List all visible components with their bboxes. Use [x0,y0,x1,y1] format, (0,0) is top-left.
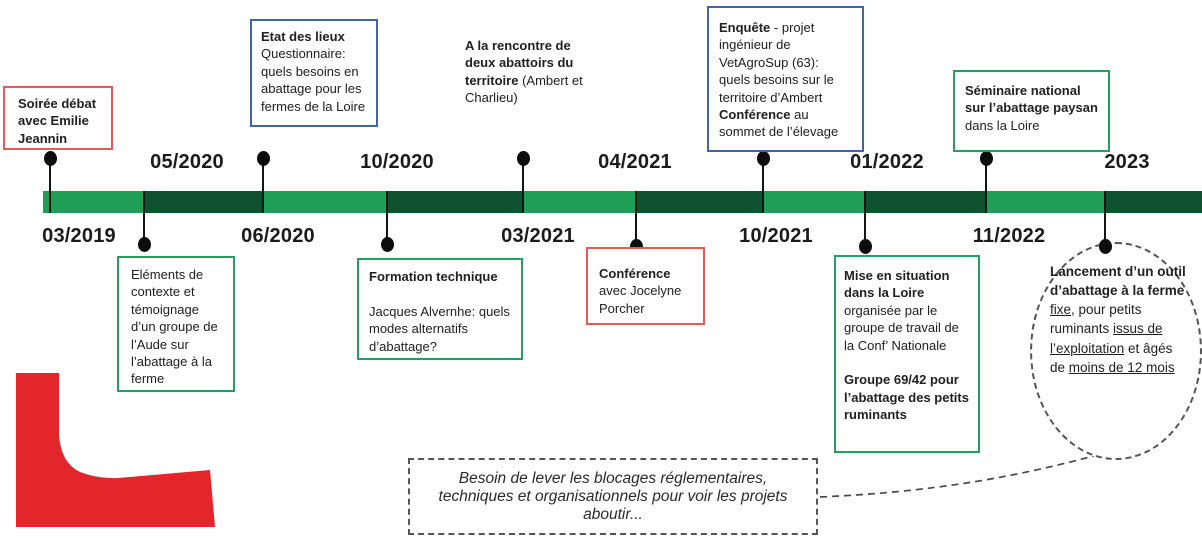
connector-line [762,158,764,213]
event-box-mise-en-situation: Mise en situation dans la Loire organisé… [834,255,980,453]
bar-segment [1105,191,1202,213]
bar-segment [144,191,263,213]
connector-line [1104,191,1106,247]
marker-dot-mise-en-situation [859,239,872,254]
event-text-rencontre-abattoirs: A la rencontre de deux abattoirs du terr… [465,38,583,106]
event-ellipse-lancement-outil [1030,242,1202,460]
marker-dot-elements-contexte [138,237,151,252]
connector-line [262,158,264,213]
event-box-etat-des-lieux: Etat des lieux Questionnaire: quels beso… [250,19,378,127]
marker-dot-seminaire [980,151,993,166]
marker-dot-etat-des-lieux [257,151,270,166]
bar-segment [263,191,387,213]
timeline-bar [43,191,1202,213]
date-label: 10/2021 [739,225,813,247]
event-box-enquete: Enquête - projet ingénieur de VetAgroSup… [707,6,864,152]
connector-line [864,191,866,247]
date-label: 03/2021 [501,225,575,247]
bar-segment [523,191,636,213]
event-text-lancement-outil: Lancement d’un outil d’abattage à la fer… [1050,264,1186,375]
bar-segment [636,191,763,213]
event-box-elements-contexte: Eléments de contexte et témoignage d’un … [117,256,235,392]
date-label: 11/2022 [972,225,1046,247]
event-box-formation-technique: Formation technique Jacques Alvernhe: qu… [357,258,523,360]
marker-dot-formation-technique [381,237,394,252]
connector-line [143,191,145,245]
date-label: 03/2019 [42,225,116,247]
connector-line [386,191,388,245]
marker-dot-enquete [757,151,770,166]
date-label: 10/2020 [360,151,434,173]
date-label: 06/2020 [241,225,315,247]
bar-segment [986,191,1105,213]
connector-line [522,158,524,213]
marker-dot-rencontre-abattoirs [517,151,530,166]
bar-segment [387,191,523,213]
date-label: 01/2022 [850,151,924,173]
bar-segment [43,191,144,213]
event-box-soiree-debat: Soirée débat avec Emilie Jeannin [3,86,113,150]
connector-line [635,191,637,247]
marker-dot-lancement-outil [1099,239,1112,254]
date-label: 2023 [1104,151,1150,173]
bar-segment [865,191,986,213]
connector-line [985,158,987,213]
date-label: 04/2021 [598,151,672,173]
event-box-conference-porcher: Conférence avec Jocelyne Porcher [586,247,705,325]
bar-segment [763,191,865,213]
marker-dot-soiree-debat [44,151,57,166]
date-label: 05/2020 [150,151,224,173]
conclusion-banner: Besoin de lever les blocages réglementai… [408,458,818,535]
connector-line [49,158,51,213]
event-box-seminaire-national: Séminaire national sur l’abattage paysan… [953,70,1110,152]
